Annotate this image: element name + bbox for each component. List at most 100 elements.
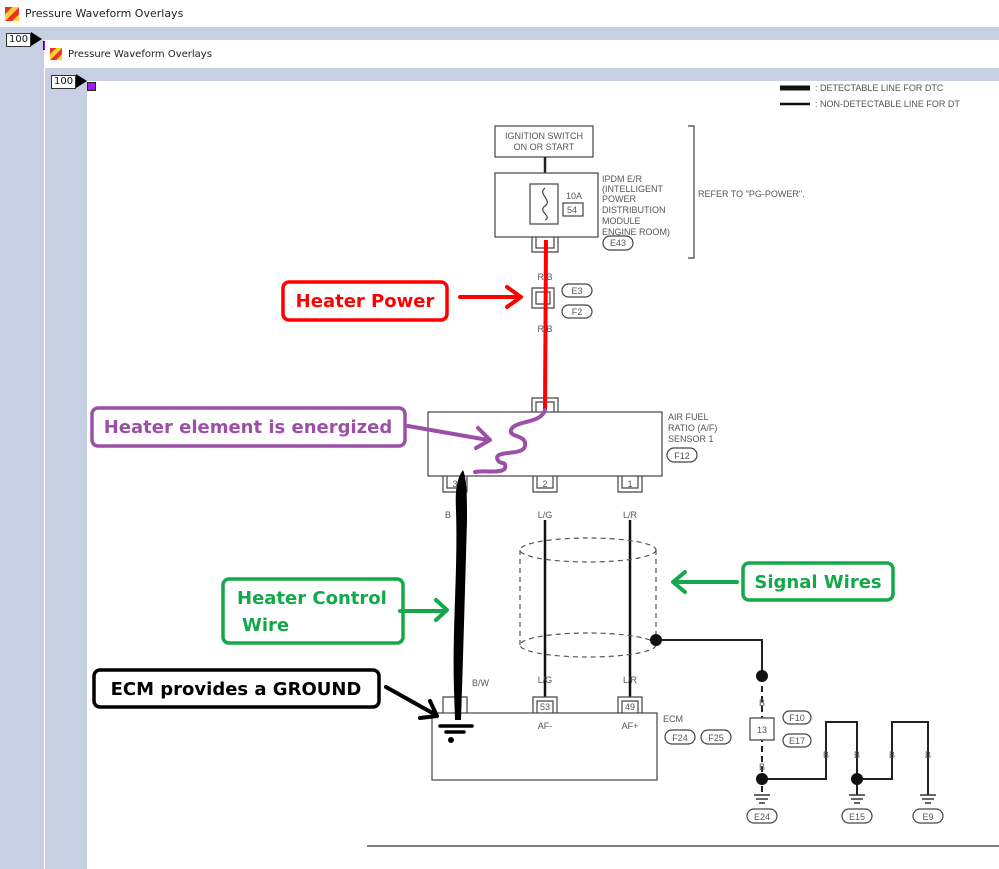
diagram-shape [920,794,936,804]
diagram-label: R/B [537,324,552,334]
sensor-label: AIR FUEL [668,412,709,422]
diagram-shape [519,632,657,658]
diagram-shape [700,729,732,745]
diagram-label: F25 [708,733,724,743]
app-icon [5,6,19,21]
ignition-label-2: ON OR START [514,142,575,152]
diagram-shape [756,670,768,682]
diagram-shape [741,561,895,602]
inner-left-panel [45,81,87,869]
shield-dot [650,634,662,646]
ground-symbols [754,794,936,804]
heater-control-callout: Heater Control Wire [221,577,449,645]
heater-control-arrow-icon [398,598,449,622]
diagram-label: B [759,762,765,772]
diagram-label: (INTELLIGENT [602,184,664,194]
ecm-ground-label: ECM provides a GROUND [111,679,362,700]
heater-control-label-2: Wire [242,615,289,636]
diagram-label: B [759,698,765,708]
diagram-label: MODULE [602,216,641,226]
ecm-box [431,712,658,781]
diagram-shape [762,721,858,795]
inner-zoom-arrow-icon[interactable] [76,74,87,88]
signal-wires-callout: Signal Wires [671,561,895,602]
diagram-label: F2 [572,307,583,317]
diagram-label: R/B [537,272,552,282]
ecm-wire-bw-label: B/W [472,678,490,688]
diagram-shape [438,724,474,734]
ignition-label-1: IGNITION SWITCH [505,131,583,141]
diagram-shape [519,537,657,563]
diagram-shape [857,721,929,795]
ipdm-box [494,172,599,238]
f12-oval [666,447,698,463]
heater-control-label-1: Heater Control [237,588,387,609]
outer-left-panel [0,40,44,869]
diagram-label: B [925,750,931,760]
diagram-shape [912,808,944,824]
legend-non-detectable: : NON-DETECTABLE LINE FOR DT [815,99,960,109]
inner-window-title: Pressure Waveform Overlays [68,48,212,60]
diagram-shape [617,476,643,493]
diagram-shape [754,794,770,804]
refer-label: REFER TO "PG-POWER". [698,189,805,199]
diagram-label: B [854,750,860,760]
diagram-shape [281,280,449,322]
heater-element-callout: Heater element is energized [90,406,492,450]
diagram-shape [90,406,407,448]
heater-power-label: Heater Power [296,291,435,312]
heater-element-label: Heater element is energized [104,417,393,438]
ecm-label: ECM [663,714,683,724]
diagram-label: E17 [789,736,805,746]
diagram-shape [782,733,812,748]
fuse-box [529,183,559,225]
diagram-shape [656,639,763,676]
diagram-shape [841,808,873,824]
diagram-label: L/R [623,510,638,520]
diagram-shape [749,717,775,741]
diagram-label: AF- [538,721,553,731]
diagram-shape [782,710,812,725]
diagram-shape [92,668,381,709]
diagram-label: 2 [542,479,547,489]
e3-f2-connector [531,287,555,309]
diagram-label: B [823,750,829,760]
inner-window-titlebar: Pressure Waveform Overlays [45,40,999,68]
inner-toolbar [45,68,999,81]
diagram-label: RATIO (A/F) [668,423,717,433]
heater-power-arrow-icon [458,285,523,309]
diagram-label: B [889,750,895,760]
ipdm-label: IPDM E/R [602,174,643,184]
diagram-label: 1 [627,479,632,489]
inner-app-icon [50,48,62,60]
shield-cylinder [519,537,657,658]
fuse-number-box [562,202,584,217]
diagram-label: 53 [540,702,550,712]
diagram-shape [561,304,593,319]
diagram-label: ENGINE ROOM) [602,227,670,237]
af-sensor-box [427,411,663,477]
diagram-label: L/R [623,675,638,685]
diagram-label: B [445,510,451,520]
diagram-label: POWER [602,194,637,204]
outer-toolbar [0,27,999,40]
diagram-label: E15 [849,812,865,822]
inner-anchor-handle[interactable] [87,82,96,91]
diagram-shape [851,773,863,785]
ecm-ground-symbol [438,724,474,734]
diagram-label: E9 [922,812,933,822]
diagram-shape [664,729,696,745]
outer-zoom-arrow-icon[interactable] [31,32,42,46]
diagram-label: F24 [672,733,688,743]
window-title: Pressure Waveform Overlays [25,7,184,20]
diagram-label: E3 [571,286,582,296]
outer-zoom-level[interactable]: 100 [6,33,32,47]
signal-wires-arrow-icon [671,570,739,594]
inner-zoom-level[interactable]: 100 [51,75,77,89]
ecm-ground-arrow-icon [384,685,439,720]
heater-element-squiggle [473,408,547,474]
ecm-ground-callout: ECM provides a GROUND [92,668,439,720]
bracket [688,125,695,259]
diagram-label: E24 [754,812,770,822]
